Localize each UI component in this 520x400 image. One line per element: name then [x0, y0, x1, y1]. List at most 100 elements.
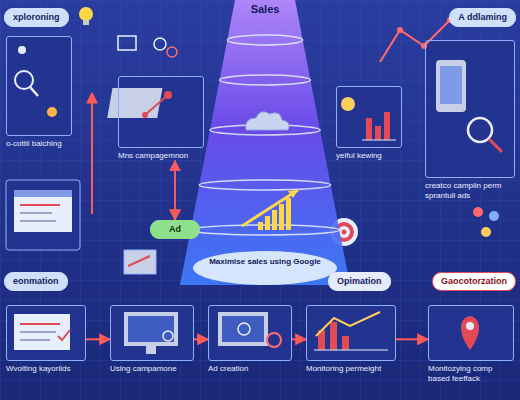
line-graph [380, 20, 450, 62]
panel-frame [306, 305, 396, 361]
flow-arrow [86, 338, 110, 340]
process-panel: o-cottil baiching [6, 36, 72, 149]
rect-part [146, 346, 156, 354]
circle-part [421, 43, 427, 49]
label-tag: Gaocotorzation [432, 272, 516, 291]
rect-part [128, 316, 174, 342]
flow-arrow [292, 338, 306, 340]
rect-part [375, 126, 381, 140]
panel-frame [425, 40, 515, 178]
circle-part [167, 47, 177, 57]
bar-chart-icon [341, 97, 396, 140]
rect-part [14, 190, 72, 197]
rect-part [279, 204, 284, 230]
panel-frame [118, 76, 204, 148]
label-tag: eonmation [4, 272, 68, 291]
line-part [20, 220, 56, 222]
line-part [20, 212, 52, 214]
path-part [58, 330, 70, 340]
panel-frame [6, 36, 72, 136]
circle-part [466, 322, 474, 330]
rect-part [366, 118, 372, 140]
ellipse-part [227, 35, 302, 45]
label-tag: A ddlaming [449, 8, 516, 27]
funnel-title: Sales [225, 3, 305, 16]
line-part [314, 350, 388, 351]
keyword-icon [14, 314, 70, 350]
panel-label: Monitoring permeight [306, 364, 396, 374]
label-tag: Ad [150, 220, 200, 239]
circle-part [142, 112, 148, 118]
location-icon [461, 316, 479, 350]
sales-funnel: SalesMaximise sales using Google [180, 0, 350, 290]
process-panel: Monitoring permeight [306, 305, 396, 374]
panel-frame [110, 305, 194, 361]
rect-part [222, 316, 264, 342]
tag-text: xploroning [13, 12, 60, 22]
process-panel: Ad creation [208, 305, 292, 374]
circle-part [238, 323, 250, 335]
circle-part [15, 71, 33, 89]
label-tag: xploroning [4, 8, 69, 27]
tag-text: A ddlaming [458, 12, 507, 22]
rect-part [384, 112, 390, 140]
panel-label: Ad creation [208, 364, 292, 374]
panel-label: creatco campiin perm sprantull ads [425, 181, 515, 200]
rect-part [436, 60, 466, 112]
tag-text: eonmation [13, 276, 59, 286]
performance-icon [314, 312, 388, 350]
path-part [242, 190, 298, 226]
rect-part [14, 190, 72, 232]
process-panel: Using campamone [110, 305, 194, 374]
circle-part [481, 227, 491, 237]
flow-arrow [396, 338, 428, 340]
rect-part [6, 305, 86, 361]
tag-text: Ad [169, 224, 181, 234]
tag-text: Gaocotorzation [441, 276, 507, 286]
panel-frame [428, 305, 514, 361]
line-part [362, 140, 396, 141]
rect-part [428, 305, 514, 361]
circle-part [397, 27, 403, 33]
circle-part [18, 46, 26, 54]
line-part [128, 256, 150, 266]
circle-part [489, 211, 499, 221]
rect-part [83, 20, 89, 25]
ellipse-part [199, 180, 330, 190]
panel-label: Monitozying comp based feeffack [428, 364, 514, 383]
path-part [180, 0, 350, 285]
line-part [20, 339, 50, 341]
rect-part [208, 305, 292, 361]
circle-part [79, 7, 93, 21]
rect-part [218, 312, 268, 346]
rect-part [118, 36, 136, 50]
panel-label: Mns campagemnon [118, 151, 204, 161]
circle-part [473, 207, 483, 217]
rect-part [440, 66, 462, 104]
panel-frame [208, 305, 292, 361]
flow-arrow [174, 161, 176, 220]
line-part [30, 87, 38, 96]
line-part [489, 139, 502, 152]
path-part [246, 112, 289, 130]
tag-text: Opimation [337, 276, 382, 286]
process-panel: creatco campiin perm sprantull ads [425, 40, 515, 200]
funnel-caption: Maximise sales using Google [208, 257, 322, 267]
rect-part [425, 40, 515, 178]
red-arrow [91, 94, 93, 214]
monitor-icon [124, 312, 178, 354]
panel-label: yelful kewing [336, 151, 402, 161]
rect-part [6, 36, 72, 136]
rect-part [124, 250, 156, 274]
process-panel: yelful kewing [336, 86, 402, 161]
people-icon [473, 207, 499, 237]
line-part [20, 323, 60, 325]
path-part [288, 190, 298, 198]
circle-part [342, 230, 347, 235]
circle-part [154, 38, 166, 50]
process-panel: Monitozying comp based feeffack [428, 305, 514, 383]
rect-part [6, 180, 80, 250]
circle-part [164, 91, 172, 99]
path-part [461, 316, 479, 350]
